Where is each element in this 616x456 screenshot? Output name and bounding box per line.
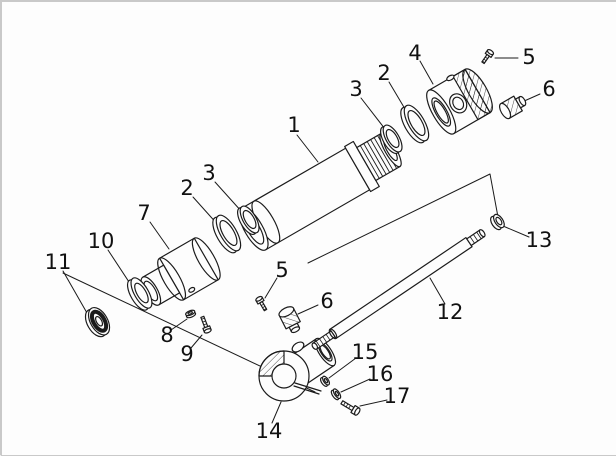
part-label-16: 16 (367, 362, 394, 386)
part-label-17: 17 (384, 384, 411, 408)
part-label-5-low: 5 (275, 258, 288, 282)
part-label-12: 12 (437, 300, 464, 324)
part-label-11: 11 (45, 250, 72, 274)
part-label-6-top: 6 (542, 77, 555, 101)
part-label-2-top: 2 (377, 61, 390, 85)
part-label-6-low: 6 (320, 289, 333, 313)
part-label-1: 1 (287, 113, 300, 137)
part-label-3-top: 3 (349, 77, 362, 101)
part-label-8: 8 (160, 323, 173, 347)
part-label-15: 15 (352, 340, 379, 364)
part-label-14: 14 (256, 419, 283, 443)
part-label-10: 10 (88, 229, 115, 253)
part-label-2-low: 2 (180, 176, 193, 200)
part-label-13: 13 (526, 228, 553, 252)
part-label-9: 9 (180, 342, 193, 366)
part-label-4: 4 (408, 41, 421, 65)
part-label-3-low: 3 (202, 161, 215, 185)
part-label-5-top: 5 (522, 45, 535, 69)
part-label-7: 7 (137, 201, 150, 225)
